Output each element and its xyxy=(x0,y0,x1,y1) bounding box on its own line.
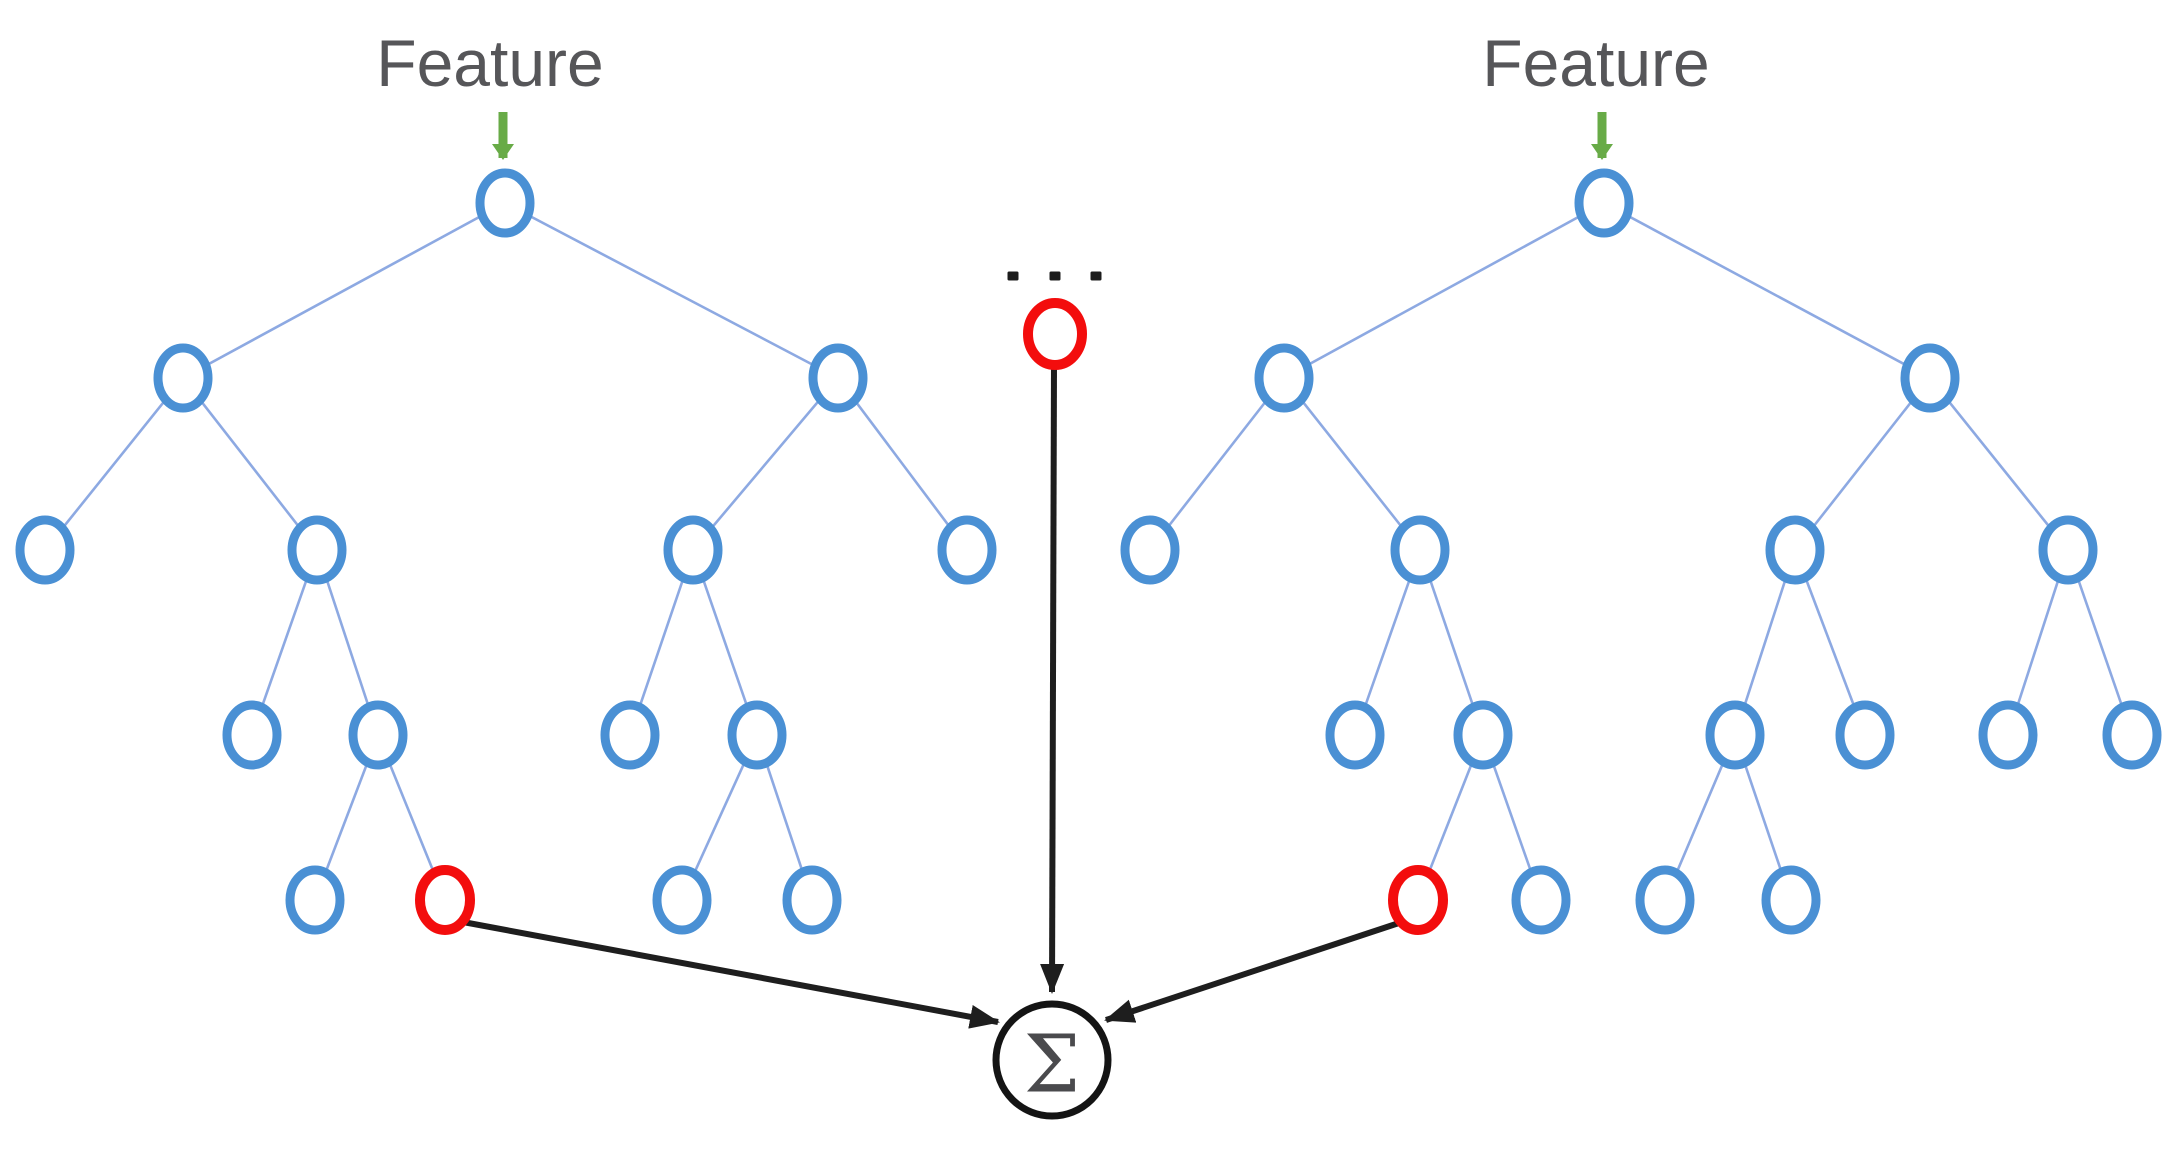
tree-node-t2-n3a xyxy=(1120,515,1180,585)
tree-node-t2-n4b xyxy=(1453,700,1513,770)
tree-node-t1-n2a xyxy=(153,343,213,413)
tree-node-t1-n5d xyxy=(782,865,842,935)
sum-node-sigma-symbol: Σ xyxy=(1024,1018,1081,1111)
tree-node-t2-n4a xyxy=(1325,700,1385,770)
tree-node-t1-n4a xyxy=(222,700,282,770)
tree-edge-t2-root-t2-n2b xyxy=(1603,201,1931,380)
aggregation-arrow-from-mid-red xyxy=(1040,363,1065,994)
selected-leaf-node-mid-red xyxy=(1023,298,1087,370)
tree-node-t1-n5a xyxy=(285,865,345,935)
tree-node-t2-n4e xyxy=(1978,700,2038,770)
tree-node-t2-n4d xyxy=(1835,700,1895,770)
tree-node-t2-n4f xyxy=(2102,700,2162,770)
tree-node-t2-n5c xyxy=(1635,865,1695,935)
tree-node-t1-n3a xyxy=(15,515,75,585)
aggregation-arrow-from-t2-n5a xyxy=(1104,920,1400,1023)
feature-label-right: Feature xyxy=(1482,26,1709,100)
tree-node-t2-n2b xyxy=(1900,343,1960,413)
tree-node-t2-n2a xyxy=(1254,343,1314,413)
tree-node-t1-n5c xyxy=(652,865,712,935)
ellipsis-dot-3 xyxy=(1090,271,1102,281)
tree-node-t2-n5d xyxy=(1761,865,1821,935)
tree-edge-t2-root-t2-n2a xyxy=(1283,201,1605,380)
tree-node-t1-n3b xyxy=(287,515,347,585)
tree-edge-t2-n2a-t2-n3a xyxy=(1148,377,1286,551)
tree-node-t2-n3c xyxy=(1765,515,1825,585)
selected-leaf-node-t1-n5b xyxy=(415,865,475,935)
ellipsis-dot-1 xyxy=(1007,271,1019,281)
tree-node-t1-n4c xyxy=(600,700,660,770)
tree-edge-t1-n2a-t1-n3b xyxy=(181,377,319,551)
tree-node-t2-n3d xyxy=(2038,515,2098,585)
tree-node-t2-n3b xyxy=(1390,515,1450,585)
feature-label-left: Feature xyxy=(376,26,603,100)
ellipsis-dot-2 xyxy=(1049,271,1061,281)
annotations-layer: Feature Feature Σ xyxy=(376,26,1710,1120)
tree-edge-t1-root-t1-n2a xyxy=(182,201,506,380)
tree-node-t2-n5b xyxy=(1511,865,1571,935)
tree-edge-t1-root-t1-n2b xyxy=(504,201,839,380)
tree-node-t2-root xyxy=(1574,168,1634,238)
tree-node-t1-n4b xyxy=(348,700,408,770)
aggregation-arrow-from-t1-n5b xyxy=(462,919,1000,1029)
arrows-layer xyxy=(462,112,1613,1029)
tree-edge-t2-n2a-t2-n3b xyxy=(1282,377,1422,551)
tree-nodes-layer xyxy=(15,168,2162,935)
sum-node-circle xyxy=(992,1000,1112,1120)
tree-node-t1-n4d xyxy=(727,700,787,770)
tree-node-t1-n3d xyxy=(937,515,997,585)
tree-node-t1-root xyxy=(475,168,535,238)
tree-node-t1-n2b xyxy=(808,343,868,413)
tree-node-t2-n4c xyxy=(1705,700,1765,770)
tree-edge-t1-n2b-t1-n3c xyxy=(692,377,839,551)
tree-edge-t2-n2b-t2-n3c xyxy=(1793,377,1932,551)
tree-node-t1-n3c xyxy=(663,515,723,585)
tree-edge-t1-n2a-t1-n3a xyxy=(43,377,185,551)
tree-edge-t1-n2b-t1-n3d xyxy=(836,377,969,551)
selected-leaf-node-t2-n5a xyxy=(1388,865,1448,935)
tree-edge-t2-n2b-t2-n3d xyxy=(1928,377,2070,551)
